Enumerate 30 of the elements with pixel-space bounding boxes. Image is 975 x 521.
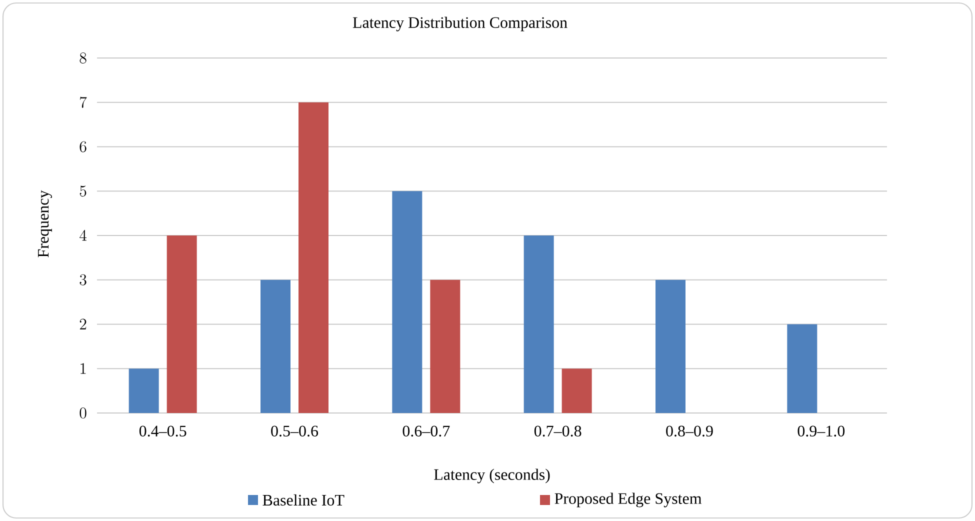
legend-label: Proposed Edge System [554, 492, 702, 508]
axis-title: Frequency [38, 190, 52, 258]
y-tick-label: 6 [80, 141, 86, 152]
bar [524, 235, 554, 413]
x-tick-label: 0.6–0.7 [402, 426, 450, 437]
axis-title: Latency (seconds) [434, 468, 550, 484]
y-tick-label: 7 [80, 96, 87, 108]
legend-label: Baseline IoT [262, 494, 344, 506]
y-tick-label: 3 [80, 274, 86, 286]
bar [392, 191, 422, 413]
bar [128, 368, 159, 413]
x-tick-label: 0.7–0.8 [534, 426, 582, 437]
y-tick-label: 0 [80, 408, 86, 418]
x-tick-label: 0.5–0.6 [271, 426, 318, 437]
bar [655, 280, 686, 413]
x-tick-label: 0.4–0.5 [139, 426, 186, 437]
y-tick-label: 1 [80, 363, 86, 374]
x-tick-label: 0.8–0.9 [666, 426, 713, 437]
bar [166, 235, 197, 413]
bar [787, 324, 818, 413]
bar [260, 280, 291, 413]
x-tick-label: 0.9–1.0 [798, 426, 845, 437]
bar [430, 280, 460, 413]
bar [298, 102, 329, 413]
y-tick-label: 2 [80, 318, 86, 330]
bar [562, 368, 592, 413]
y-tick-label: 4 [80, 230, 87, 241]
y-tick-label: 8 [80, 52, 86, 64]
chart-title: Latency Distribution Comparison [352, 16, 568, 32]
y-tick-label: 5 [80, 186, 86, 197]
